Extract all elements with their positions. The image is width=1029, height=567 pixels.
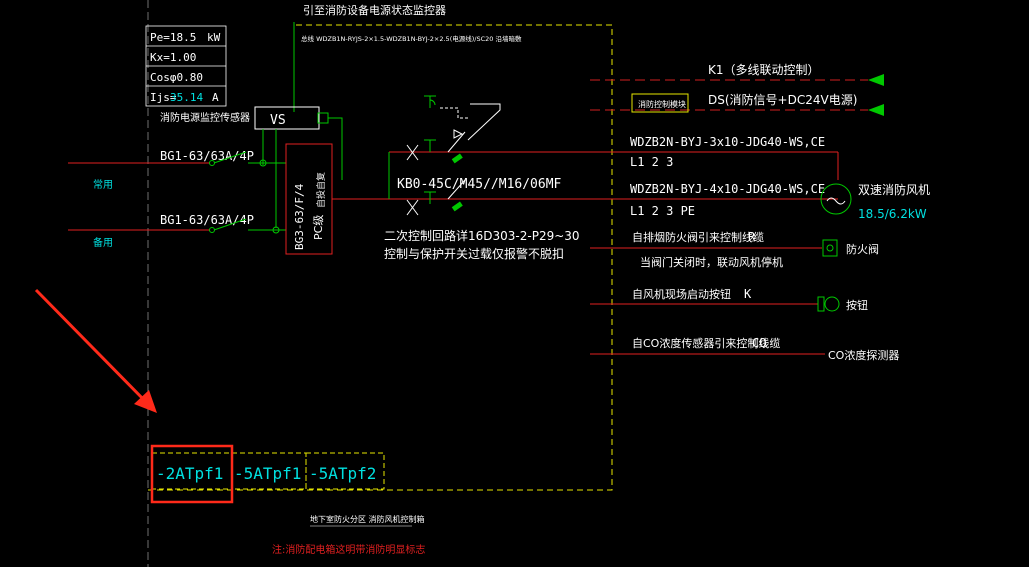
contactor-symbol <box>388 95 501 216</box>
normal-feed-label: 常用 <box>93 178 113 191</box>
button-label: 按钮 <box>846 298 868 312</box>
fan-motor-wave <box>826 197 846 205</box>
ds-label: DS(消防信号+DC24V电源) <box>708 92 857 107</box>
breaker-2-contact <box>209 227 215 233</box>
pe-unit: kW <box>207 31 221 44</box>
control-module-box <box>631 93 689 113</box>
cable-1-phase: L1 2 3 <box>630 155 673 169</box>
control-line-1-note: 当阀门关闭时，联动风机停机 <box>640 255 783 269</box>
ds-arrow-icon <box>868 104 884 116</box>
panel-frame <box>148 24 613 491</box>
label-box-1-text: -2ATpf1 <box>156 464 223 483</box>
ats-auto: 自投自复 <box>315 172 327 208</box>
k1-label: K1（多线联动控制） <box>708 63 820 77</box>
ijs-label: Ijs= <box>150 91 177 104</box>
param-table: Pe=18.5 kW Kx=1.00 Cosφ0.80 Ijs= 35.14 A <box>145 25 227 107</box>
fan-motor-icon <box>820 183 852 215</box>
ct-2 <box>272 226 280 234</box>
fan-power: 18.5/6.2kW <box>858 207 927 221</box>
sensor-label: 消防电源监控传感器 <box>160 111 250 124</box>
control-line-3-code: CO <box>752 336 766 350</box>
control-module-label: 消防控制模块 <box>638 99 686 109</box>
breaker-1-blade <box>213 151 247 164</box>
fire-damper-icon <box>822 239 838 257</box>
contactor-model: KB0-45C/M45//M16/06MF <box>397 177 562 192</box>
vs-label: VS <box>270 113 286 128</box>
bottom-caption: 地下室防火分区 消防风机控制箱 <box>310 514 425 524</box>
backup-feed-label: 备用 <box>93 236 113 249</box>
control-line-2-label: 自风机现场启动按钮 <box>632 287 731 301</box>
control-line-1-label: 自排烟防火阀引来控制线缆 <box>632 230 764 244</box>
highlight-arrow-shaft <box>34 288 150 406</box>
co-detector-label: CO浓度探测器 <box>828 348 899 362</box>
button-icon <box>817 296 825 312</box>
pe-value: Pe=18.5 <box>150 31 196 44</box>
vs-box <box>254 106 320 130</box>
ats-type: PC级 <box>312 215 325 240</box>
contactor-note-2: 控制与保护开关过载仅报警不脱扣 <box>384 246 564 261</box>
top-title: 引至消防设备电源状态监控器 <box>303 3 446 17</box>
fan-name: 双速消防风机 <box>858 182 930 197</box>
cable-1-spec: WDZB2N-BYJ-3x10-JDG40-WS,CE <box>630 135 825 149</box>
cable-2-spec: WDZB2N-BYJ-4x10-JDG40-WS,CE <box>630 182 825 196</box>
breaker-2-blade <box>213 218 247 231</box>
cable-spec: 总线 WDZB1N-RYJS-2×1.5-WDZB1N-BYJ-2×2.5(电源… <box>301 34 522 43</box>
breaker-2-label: BG1-63/63A/4P <box>160 213 254 227</box>
ijs-unit: A <box>212 91 219 104</box>
ijs-value: 35.14 <box>170 91 203 104</box>
breaker-1-label: BG1-63/63A/4P <box>160 149 254 163</box>
highlight-box <box>150 444 234 504</box>
highlight-arrow-icon <box>134 390 157 413</box>
ats-model: BG3-63/F/4 <box>293 183 306 250</box>
fire-damper-label: 防火阀 <box>846 242 879 256</box>
label-box-3-text: -5ATpf2 <box>309 464 376 483</box>
label-box-3 <box>305 452 385 490</box>
control-line-3-label: 自CO浓度传感器引来控制线缆 <box>632 336 780 350</box>
k1-arrow-icon <box>868 74 884 86</box>
control-line-2-code: K <box>744 287 752 301</box>
kx-value: Kx=1.00 <box>150 51 196 64</box>
vs-signal-line <box>328 117 343 180</box>
bottom-note: 注:消防配电箱这明带消防明显标志 <box>272 543 425 556</box>
cos-value: Cosφ0.80 <box>150 71 203 84</box>
cable-2-phase: L1 2 3 PE <box>630 204 695 218</box>
label-box-2-text: -5ATpf1 <box>234 464 301 483</box>
control-line-1-code: R <box>748 230 756 244</box>
contactor-note-1: 二次控制回路详16D303-2-P29~30 <box>384 228 580 243</box>
ct-1 <box>259 159 267 167</box>
